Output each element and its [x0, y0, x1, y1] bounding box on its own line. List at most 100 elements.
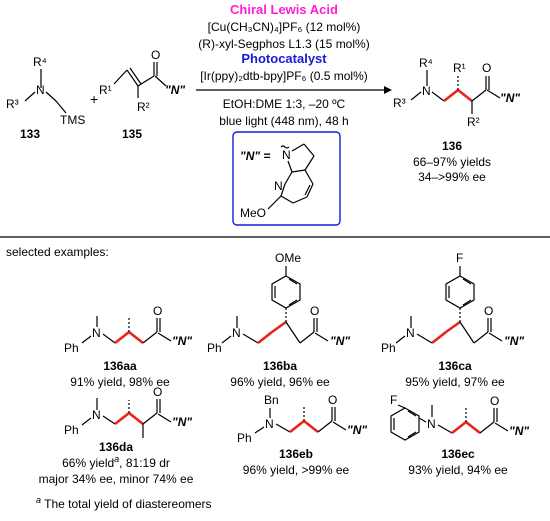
bond: [102, 415, 116, 425]
compound-id: 136eb: [279, 447, 313, 461]
nstar-label: "N" =: [240, 149, 270, 163]
red-bond: [303, 419, 319, 434]
benzene-ring: [445, 275, 475, 309]
reactant-135: R¹ R² O "N" 135: [99, 48, 185, 141]
example-result: 95% yield, 97% ee: [405, 375, 505, 389]
compound-id: 136da: [99, 440, 133, 454]
atom-n: N: [232, 326, 241, 340]
bond: [397, 404, 406, 409]
bond: [81, 417, 92, 426]
bond: [280, 183, 286, 197]
example-136ca: F N Ph O "N" 136ca 95% yield, 97% ee: [381, 251, 524, 389]
atom-nstar: "N": [165, 83, 185, 97]
atom-o: O: [151, 48, 160, 62]
atom-r3: R³: [393, 96, 406, 110]
bond: [473, 331, 489, 344]
bond: [292, 196, 308, 204]
atom-nstar: "N": [509, 424, 529, 438]
red-bond: [457, 88, 473, 103]
red-bond: [445, 320, 461, 334]
atom-bn: Bn: [264, 393, 279, 407]
compound-id-135: 135: [122, 127, 142, 141]
compound-id: 136ba: [263, 359, 297, 373]
conditions-line-4: EtOH:DME 1:3, –20 ºC: [223, 97, 346, 111]
plus-sign: +: [90, 91, 98, 107]
example-result: 66% yielda, 81:19 dr: [62, 454, 170, 470]
conditions-line-2: (R)-xyl-Segphos L1.3 (15 mol%): [198, 37, 369, 51]
bond: [254, 426, 265, 434]
atom-n: N: [92, 408, 101, 422]
bond: [24, 91, 36, 102]
conditions-line-1: [Cu(CH₃CN)₄]PF₆ (12 mol%): [208, 20, 361, 34]
bond: [314, 332, 329, 342]
red-bond: [114, 411, 130, 426]
atom-nstar: "N": [500, 91, 520, 105]
lewis-acid-title: Chiral Lewis Acid: [230, 2, 338, 17]
bond: [129, 67, 142, 85]
methoxy-label: MeO: [240, 206, 266, 220]
bond: [462, 278, 472, 285]
photocatalyst-title: Photocatalyst: [241, 51, 327, 66]
atom-tms: TMS: [60, 113, 85, 127]
bond: [287, 160, 293, 173]
atom-n: N: [36, 83, 45, 97]
bond: [303, 143, 315, 157]
atom-nstar: "N": [330, 334, 350, 348]
atom-f: F: [456, 251, 463, 265]
atom-n1: N: [282, 148, 291, 162]
atom-nstar: "N": [347, 423, 367, 437]
n-definition-box: "N" = N N MeO: [232, 131, 341, 226]
bond: [416, 333, 433, 344]
example-136aa: N Ph O "N" 136aa 91% yield, 98% ee: [64, 304, 192, 389]
compound-id-133: 133: [20, 127, 40, 141]
arrow-head: [384, 86, 392, 94]
examples-header: selected examples:: [6, 245, 109, 259]
bond: [407, 410, 417, 417]
example-136ec: F N O "N" 136ec 93% yield, 94% ee: [390, 393, 529, 477]
atom-n: N: [92, 326, 101, 340]
red-bond: [257, 330, 273, 345]
reactant-133: R⁴ N R³ TMS 133: [6, 55, 85, 141]
bond: [395, 335, 406, 344]
benzene-ring: [390, 407, 420, 441]
box-frame: [232, 131, 341, 226]
bond: [288, 299, 298, 306]
atom-n: N: [427, 417, 436, 431]
atom-o: O: [482, 61, 491, 75]
bond: [267, 195, 282, 210]
example-136da: N Ph O "N" 136da 66% yielda, 81:19 dr ma…: [39, 385, 194, 486]
bond: [275, 423, 291, 433]
atom-ph: Ph: [64, 423, 79, 437]
conditions-line-3: [Ir(ppy)₂dtb-bpy]PF₆ (0.5 mol%): [200, 69, 368, 83]
bond: [55, 100, 67, 114]
bond: [221, 335, 232, 344]
bond: [317, 420, 333, 433]
red-bond: [443, 88, 459, 103]
example-result: 96% yield, >99% ee: [243, 463, 350, 477]
bond: [488, 332, 503, 342]
red-bond: [128, 330, 144, 345]
bond: [299, 331, 315, 344]
bond: [304, 184, 311, 196]
bond: [304, 169, 314, 185]
atom-o: O: [484, 304, 493, 318]
bond: [437, 424, 453, 434]
bond: [45, 91, 57, 102]
bond: [142, 331, 158, 344]
atom-r2: R²: [467, 115, 480, 129]
red-bond: [465, 420, 481, 435]
atom-r4: R⁴: [419, 56, 433, 70]
example-136eb: Bn N Ph O "N" 136eb 96% yield, >99% ee: [237, 393, 367, 477]
atom-r4: R⁴: [33, 55, 47, 69]
bond: [242, 333, 259, 344]
bond: [154, 75, 167, 87]
atom-o: O: [153, 304, 162, 318]
bond: [479, 421, 495, 434]
atom-n: N: [422, 84, 431, 98]
bond: [486, 89, 501, 99]
atom-o: O: [153, 385, 162, 399]
bond: [81, 335, 92, 344]
bond: [407, 431, 417, 438]
atom-r3: R³: [6, 97, 19, 111]
compound-id: 136aa: [103, 359, 137, 373]
